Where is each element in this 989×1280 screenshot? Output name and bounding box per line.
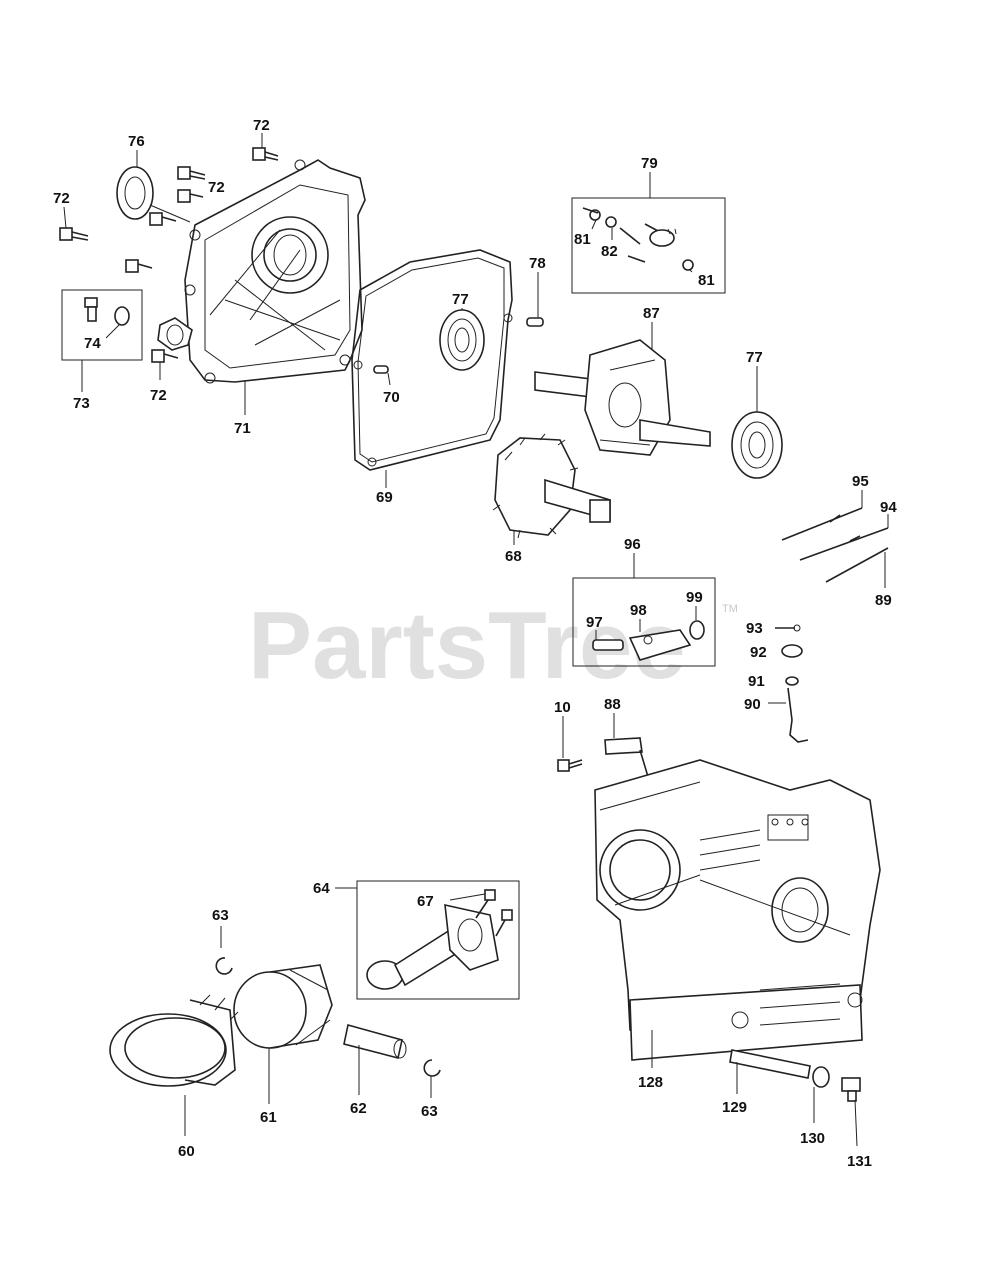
governor-shaft[interactable] <box>729 1049 811 1079</box>
callout-99[interactable]: 99 <box>686 589 703 606</box>
callout-131[interactable]: 131 <box>847 1153 872 1170</box>
detail-box-79 <box>571 197 726 294</box>
callout-61[interactable]: 61 <box>260 1109 277 1126</box>
callout-93[interactable]: 93 <box>746 620 763 637</box>
drain-plug[interactable] <box>841 1077 861 1102</box>
callout-77[interactable]: 77 <box>746 349 763 366</box>
callout-81[interactable]: 81 <box>574 231 591 248</box>
dowel-pin[interactable] <box>526 317 544 327</box>
callout-92[interactable]: 92 <box>750 644 767 661</box>
callout-69[interactable]: 69 <box>376 489 393 506</box>
washer[interactable] <box>812 1066 830 1088</box>
callout-82[interactable]: 82 <box>601 243 618 260</box>
callout-72[interactable]: 72 <box>253 117 270 134</box>
crankcase-block[interactable] <box>594 759 881 1061</box>
rod-bolt[interactable] <box>475 889 513 937</box>
piston-pin-clip[interactable] <box>423 1059 441 1077</box>
callout-68[interactable]: 68 <box>505 548 522 565</box>
callout-89[interactable]: 89 <box>875 592 892 609</box>
governor-assembly[interactable] <box>582 207 694 271</box>
oil-seal[interactable] <box>116 166 154 220</box>
cotter-pin[interactable] <box>775 624 801 632</box>
callout-87[interactable]: 87 <box>643 305 660 322</box>
callout-90[interactable]: 90 <box>744 696 761 713</box>
callout-60[interactable]: 60 <box>178 1143 195 1160</box>
piston-pin-clip[interactable] <box>215 957 233 975</box>
choke-rod[interactable] <box>799 527 889 561</box>
detail-box-73 <box>61 289 143 361</box>
callout-96[interactable]: 96 <box>624 536 641 553</box>
callout-74[interactable]: 74 <box>84 335 101 352</box>
callout-64[interactable]: 64 <box>313 880 330 897</box>
washer[interactable] <box>114 306 130 326</box>
crankcase-cover[interactable] <box>184 159 366 384</box>
detail-box-96 <box>572 577 716 667</box>
callout-94[interactable]: 94 <box>880 499 897 516</box>
callout-71[interactable]: 71 <box>234 420 251 437</box>
camshaft-gear[interactable] <box>492 433 611 539</box>
flange-bolt[interactable] <box>149 212 177 226</box>
callout-88[interactable]: 88 <box>604 696 621 713</box>
hex-bolt[interactable] <box>557 759 583 772</box>
piston-ring-set[interactable] <box>109 994 239 1087</box>
callout-63[interactable]: 63 <box>212 907 229 924</box>
callout-77[interactable]: 77 <box>452 291 469 308</box>
callout-97[interactable]: 97 <box>586 614 603 631</box>
callout-78[interactable]: 78 <box>529 255 546 272</box>
throttle-rod[interactable] <box>825 547 889 583</box>
callout-62[interactable]: 62 <box>350 1100 367 1117</box>
flange-bolt[interactable] <box>177 166 206 180</box>
flange-bolt[interactable] <box>59 227 89 241</box>
callout-70[interactable]: 70 <box>383 389 400 406</box>
detail-box-64 <box>356 880 520 1000</box>
piston[interactable] <box>233 964 333 1049</box>
crankcase-gasket[interactable] <box>351 249 513 471</box>
callout-79[interactable]: 79 <box>641 155 658 172</box>
ball-bearing[interactable] <box>439 309 485 371</box>
callout-129[interactable]: 129 <box>722 1099 747 1116</box>
callout-130[interactable]: 130 <box>800 1130 825 1147</box>
grommet[interactable] <box>781 644 803 658</box>
callout-81[interactable]: 81 <box>698 272 715 289</box>
oil-fill-cap[interactable] <box>157 317 193 351</box>
breather-tube[interactable] <box>592 639 624 651</box>
breather-valve[interactable] <box>628 629 692 661</box>
ball-bearing[interactable] <box>731 411 783 479</box>
callout-63[interactable]: 63 <box>421 1103 438 1120</box>
flange-bolt[interactable] <box>151 349 179 363</box>
callout-10[interactable]: 10 <box>554 699 571 716</box>
watermark-trademark: TM <box>722 603 738 615</box>
dowel-pin[interactable] <box>373 365 389 374</box>
callout-91[interactable]: 91 <box>748 673 765 690</box>
callout-72[interactable]: 72 <box>53 190 70 207</box>
callout-76[interactable]: 76 <box>128 133 145 150</box>
flange-bolt[interactable] <box>177 189 204 203</box>
callout-67[interactable]: 67 <box>417 893 434 910</box>
flange-bolt[interactable] <box>252 147 279 161</box>
flange-bolt[interactable] <box>125 259 153 273</box>
governor-rod[interactable] <box>781 507 863 541</box>
callout-72[interactable]: 72 <box>150 387 167 404</box>
callout-98[interactable]: 98 <box>630 602 647 619</box>
piston-pin[interactable] <box>343 1024 407 1059</box>
connecting-rod[interactable] <box>366 903 499 990</box>
callout-72[interactable]: 72 <box>208 179 225 196</box>
callout-95[interactable]: 95 <box>852 473 869 490</box>
drain-plug[interactable] <box>84 297 98 322</box>
dipstick[interactable] <box>787 687 809 743</box>
crankshaft[interactable] <box>534 339 711 456</box>
callout-73[interactable]: 73 <box>73 395 90 412</box>
breather-plug[interactable] <box>689 620 705 640</box>
callout-128[interactable]: 128 <box>638 1074 663 1091</box>
o-ring[interactable] <box>785 676 799 686</box>
